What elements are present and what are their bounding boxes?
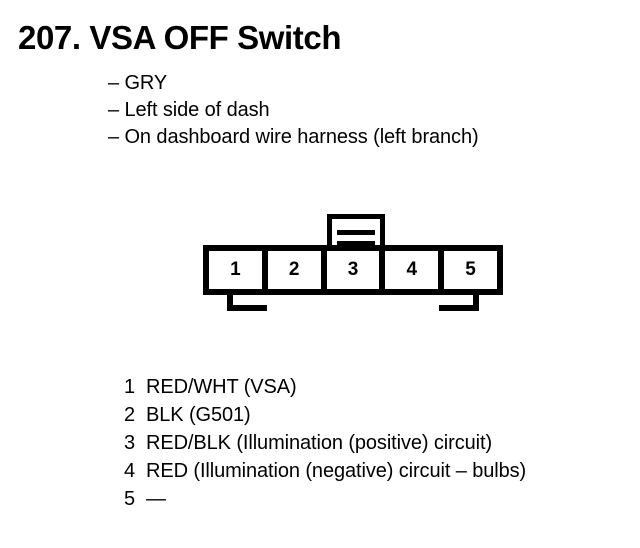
connector-locking-tab-icon [327, 214, 385, 248]
legend-pin-description: BLK (G501) [146, 404, 251, 426]
legend-pin-description: — [146, 488, 166, 510]
cavity-number-5: 5 [465, 258, 476, 280]
connector-meta-list: – GRY – Left side of dash – On dashboard… [108, 70, 628, 151]
page-title: 207. VSA OFF Switch [18, 19, 342, 56]
connector-shell: 1 2 3 4 5 [203, 245, 503, 295]
legend-row: 2 BLK (G501) [124, 401, 624, 429]
cavity-number-3: 3 [347, 258, 359, 280]
legend-pin-number: 5 [124, 488, 136, 510]
ear-right-horizontal-bar [439, 305, 479, 311]
legend-pin-number: 4 [124, 460, 136, 482]
tab-slot-upper [337, 230, 375, 235]
connector-diagram: 1 2 3 4 5 [203, 214, 503, 312]
tab-slot-lower [337, 241, 375, 246]
legend-pin-number: 2 [124, 404, 136, 426]
ear-left-horizontal-bar [227, 305, 267, 311]
connector-cavity-2: 2 [268, 251, 327, 289]
cavity-number-1: 1 [230, 258, 241, 280]
connector-cavity-3: 3 [327, 251, 386, 289]
legend-pin-number: 1 [124, 376, 136, 398]
legend-pin-description: RED/WHT (VSA) [146, 376, 297, 398]
connector-cavity-5: 5 [444, 251, 497, 289]
legend-row: 5 — [124, 485, 624, 513]
meta-line-harness: – On dashboard wire harness (left branch… [108, 126, 479, 148]
connector-cavity-1: 1 [209, 251, 268, 289]
connector-cavity-4: 4 [385, 251, 445, 289]
legend-pin-description: RED (Illumination (negative) circuit – b… [146, 460, 527, 482]
legend-pin-number: 3 [124, 432, 136, 454]
legend-row: 1 RED/WHT (VSA) [124, 373, 624, 401]
legend-row: 3 RED/BLK (Illumination (positive) circu… [124, 429, 624, 457]
cavity-number-4: 4 [406, 258, 418, 280]
meta-line-location: – Left side of dash [108, 99, 270, 121]
legend-pin-description: RED/BLK (Illumination (positive) circuit… [146, 432, 492, 454]
cavity-number-2: 2 [288, 258, 300, 280]
legend-row: 4 RED (Illumination (negative) circuit –… [124, 457, 624, 485]
pin-legend-list: 1 RED/WHT (VSA) 2 BLK (G501) 3 RED/BLK (… [124, 373, 624, 513]
meta-line-color: – GRY [108, 72, 168, 94]
